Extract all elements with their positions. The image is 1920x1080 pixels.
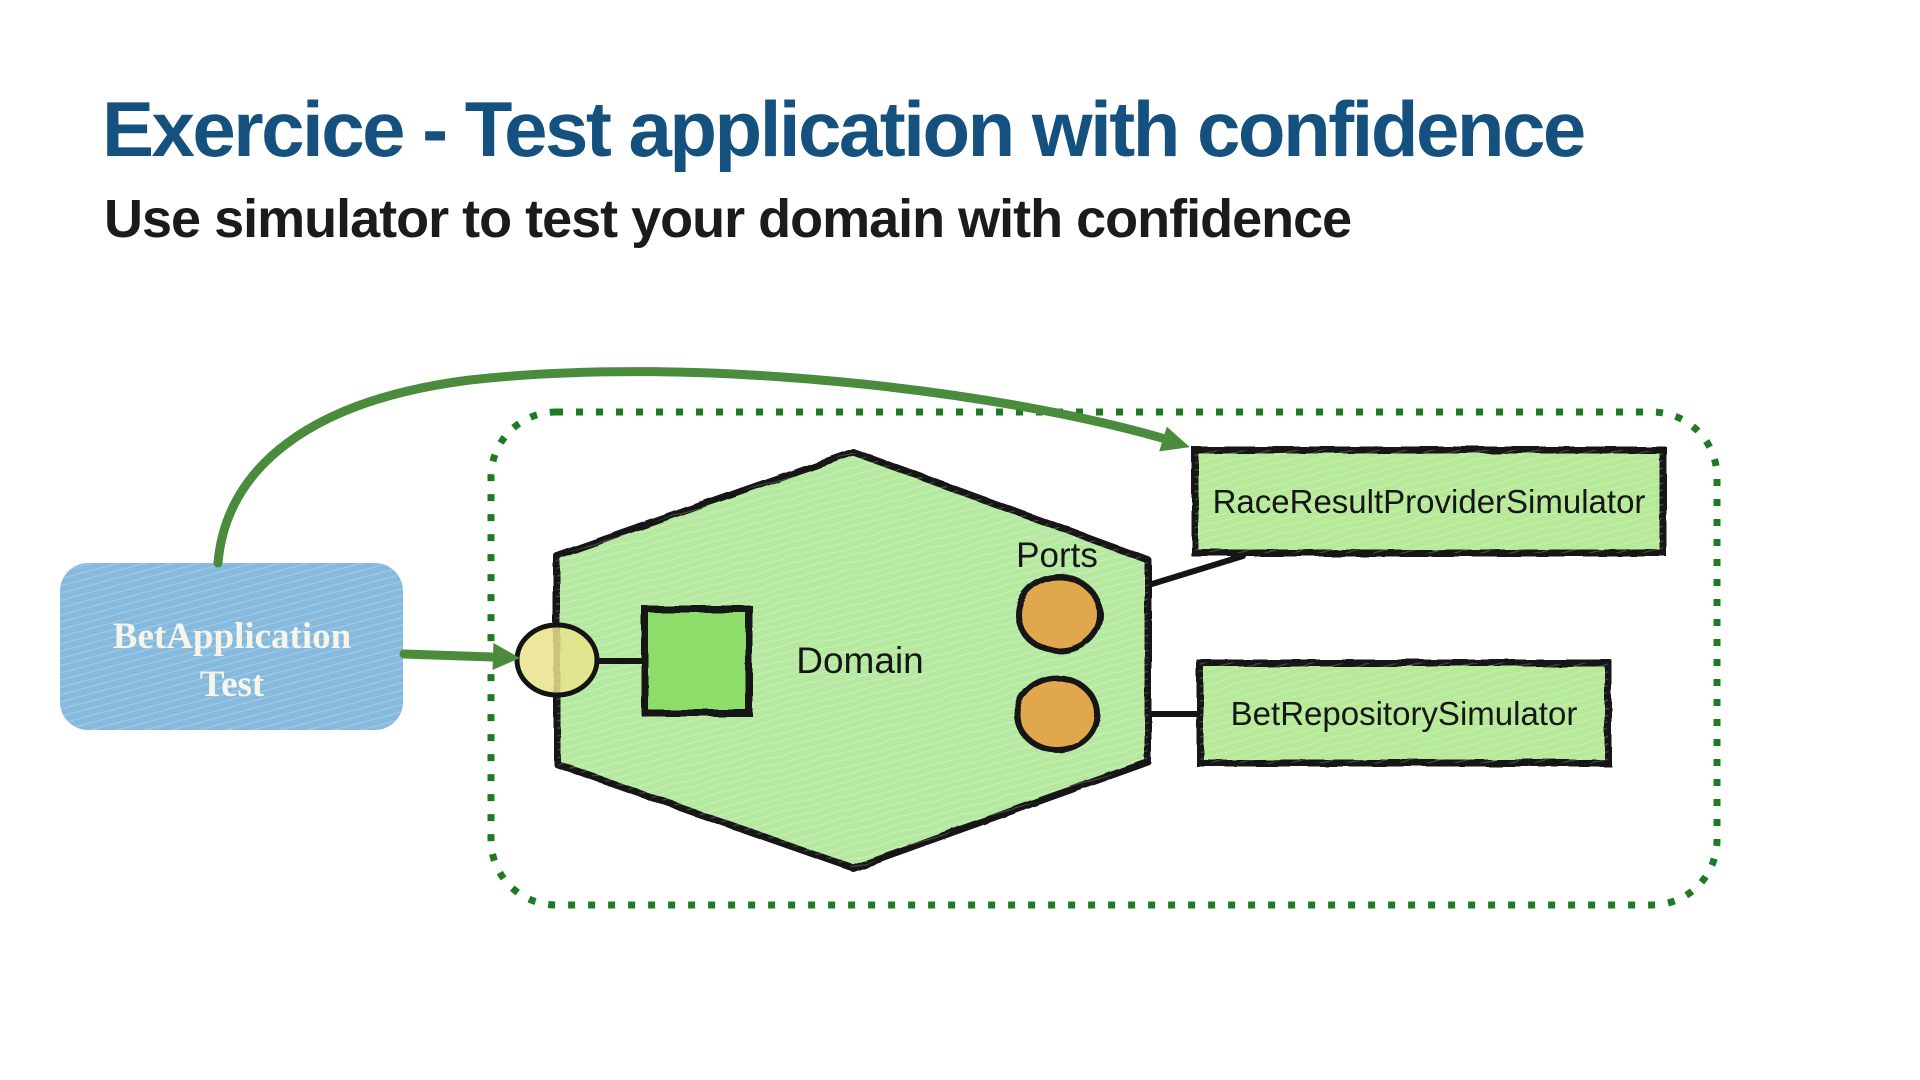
port-circle-raceresult: [1015, 574, 1103, 654]
arrow-test-to-raceresult-simulator-head: [1159, 426, 1190, 452]
ports-label: Ports: [1016, 536, 1098, 575]
port-circle-betrepository: [1014, 675, 1100, 753]
driver-port-circle: [514, 622, 600, 698]
slide-title: Exercice - Test application with confide…: [102, 85, 1586, 173]
domain-label: Domain: [796, 640, 924, 681]
bet-application-test-label-line1: BetApplication: [113, 616, 352, 657]
raceresult-provider-simulator-label: RaceResultProviderSimulator: [1213, 483, 1646, 520]
bet-application-test-label-line2: Test: [200, 664, 265, 705]
arrow-test-to-raceresult-simulator-shaft: [213, 367, 1177, 568]
arrow-test-to-driver-port-head: [492, 643, 520, 670]
betrepository-simulator-label: BetRepositorySimulator: [1231, 695, 1578, 732]
adapter-square: [641, 605, 753, 717]
slide-subtitle: Use simulator to test your domain with c…: [104, 189, 1352, 249]
arrow-test-to-driver-port-shaft: [399, 649, 497, 662]
